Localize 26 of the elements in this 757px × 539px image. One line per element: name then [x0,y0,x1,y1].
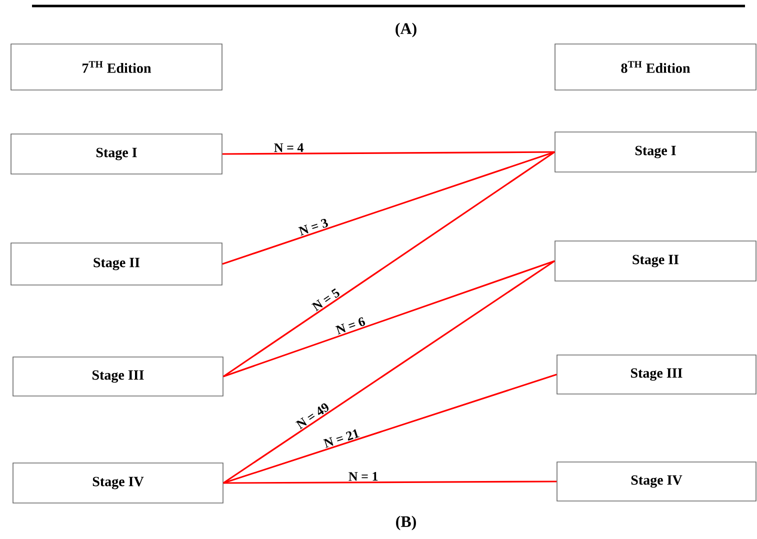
stage-box: Stage II [10,242,222,286]
edge-label: N = 49 [296,403,329,430]
edge-label: N = 3 [298,218,328,236]
edge-label: N = 4 [274,143,304,152]
stage-box: Stage III [556,354,756,394]
connector-line [222,151,556,378]
connector-line [222,151,555,155]
connector-line [222,260,556,484]
connector-line [222,151,555,265]
edge-label: N = 6 [335,317,366,335]
stage-box: Stage IV [12,462,224,504]
stage-box: 7$^{TH}$ Edition [10,44,222,90]
edge-label: N = 21 [323,429,360,448]
stage-box: Stage I [10,134,222,174]
connector-line [223,260,555,378]
stage-box: Stage III [12,356,224,396]
stage-box: Stage II [554,240,756,282]
panel-label: (B) [396,516,416,530]
edge-label: N = 1 [348,472,378,481]
connector-line [223,480,557,484]
panel-label: (A) [396,22,416,38]
stage-box: Stage I [554,132,756,172]
stage-box: 8$^{TH}$ Edition [554,44,756,90]
stage-box: Stage IV [556,462,756,502]
edge-label: N = 5 [311,288,340,312]
connector-line [223,374,557,484]
